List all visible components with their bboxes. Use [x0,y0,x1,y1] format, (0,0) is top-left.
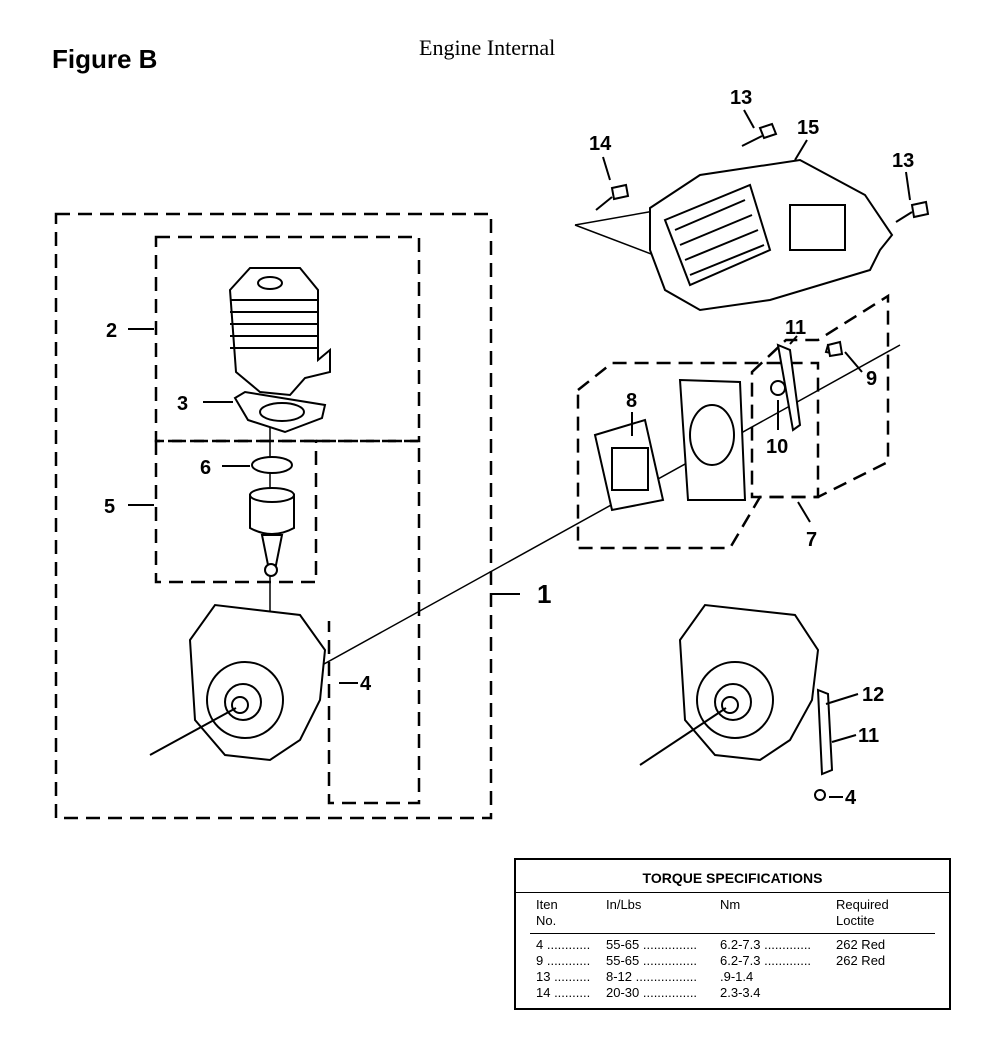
callout-6: 6 [200,457,211,479]
cell-item: 14 .......... [536,985,591,1000]
header-required: Required [836,897,889,912]
callout-12: 12 [862,684,884,706]
cell-loctite: 262 Red [836,937,886,952]
crankcase-right-drawing [639,603,834,801]
cell-nm: 2.3-3.4 [720,985,761,1000]
cell-item: 4 ............ [536,937,591,952]
cell-nm: 6.2-7.3 ............. [720,937,812,952]
muffler-bracket-drawing [770,343,840,432]
header-inlbs: In/Lbs [606,897,642,912]
callout-11-upper: 11 [785,317,806,339]
assembly-box-1 [54,212,493,820]
callout-8: 8 [626,390,637,412]
leader-lines [128,109,911,798]
assembly-box-9 [750,293,890,499]
callout-13-right: 13 [892,150,914,172]
callout-7: 7 [806,529,817,551]
assembly-box-5 [154,439,318,584]
callout-3: 3 [177,393,188,415]
table-row: 9 ............ 55-65 ............... 6.2… [516,953,935,969]
callout-1: 1 [537,579,551,609]
callout-4-right: 4 [845,787,857,809]
callout-4-left: 4 [360,673,372,695]
callout-14: 14 [589,133,612,155]
callout-5: 5 [104,496,115,518]
table-row: 4 ............ 55-65 ............... 6.2… [516,937,935,953]
cell-inlbs: 55-65 ............... [606,937,698,952]
table-row: 14 .......... 20-30 ............... 2.3-… [516,985,935,1001]
callout-11-lower: 11 [858,725,879,747]
engine-shroud-drawing [649,158,894,312]
gasket-8-drawing [593,418,665,512]
torque-table-header: Iten No. In/Lbs Nm Required Loctite [516,897,949,933]
callout-9: 9 [866,368,877,390]
crankcase-left-drawing [149,603,327,762]
header-nm: Nm [720,897,741,912]
cell-loctite: 262 Red [836,953,886,968]
cell-item: 13 .......... [536,969,591,984]
table-row: 13 .......... 8-12 ................. .9-… [516,969,935,985]
gasket-3-drawing [233,390,327,434]
muffler-drawing [678,378,747,501]
torque-table-title: TORQUE SPECIFICATIONS [516,860,949,893]
torque-specifications-table: TORQUE SPECIFICATIONS Iten No. In/Lbs Nm… [514,858,951,1010]
screws-drawing [595,122,930,358]
callout-13-top: 13 [730,87,752,109]
piston-assembly-drawing [249,456,295,577]
cell-item: 9 ............ [536,953,591,968]
assembly-box-7 [576,361,820,550]
cell-inlbs: 20-30 ............... [606,985,698,1000]
figure-title: Figure B [52,44,158,74]
cell-inlbs: 55-65 ............... [606,953,698,968]
cell-nm: 6.2-7.3 ............. [720,953,812,968]
cylinder-drawing [228,267,331,397]
cell-inlbs: 8-12 ................. [606,969,698,984]
header-item: Iten [536,897,558,912]
torque-table-body: 4 ............ 55-65 ............... 6.2… [530,933,935,1001]
callout-15: 15 [797,117,819,139]
diagram-subtitle: Engine Internal [419,35,556,60]
assembly-box-inner [316,439,421,805]
callout-2: 2 [106,320,117,342]
shroud-leader-b [574,209,661,226]
cell-nm: .9-1.4 [720,969,754,984]
callout-10: 10 [766,436,788,458]
header-item-no: No. [536,913,557,928]
header-loctite: Loctite [836,913,875,928]
